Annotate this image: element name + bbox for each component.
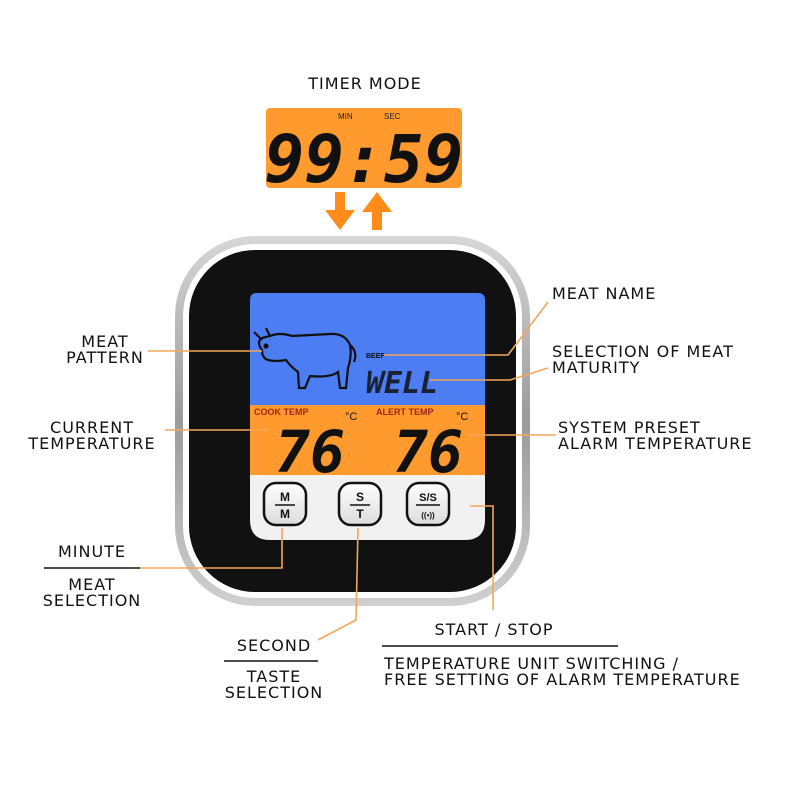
timer-digits: 99:59 <box>265 121 464 198</box>
callout-lines <box>140 301 556 641</box>
alert-temp-label: ALERT TEMP <box>376 407 434 417</box>
mm-button-top: M <box>280 490 290 504</box>
alert-temp-unit: °C <box>456 411 468 423</box>
label-current-temperature: CURRENT TEMPERATURE <box>28 418 156 453</box>
label-minute: MINUTE <box>57 542 127 561</box>
timer-sec-label: SEC <box>384 112 401 121</box>
meat-pattern-cow-icon <box>253 327 357 390</box>
cook-temp-label: COOK TEMP <box>254 407 309 417</box>
timer-lcd-panel <box>266 108 462 188</box>
arrow-up-icon <box>362 192 392 230</box>
label-alarm-temperature: SYSTEM PRESET ALARM TEMPERATURE <box>558 418 753 453</box>
label-start-stop: START / STOP <box>434 620 554 639</box>
label-meat-name: MEAT NAME <box>552 284 657 303</box>
label-taste-selection: TASTE SELECTION <box>224 667 324 702</box>
label-second: SECOND <box>236 636 312 655</box>
ss-button[interactable]: S/S ((•)) <box>405 481 451 527</box>
label-meat-pattern: MEAT PATTERN <box>66 332 144 367</box>
arrow-down-icon <box>325 192 355 230</box>
line-meat-name <box>384 301 549 356</box>
line-start-stop <box>470 505 494 610</box>
ss-button-top: S/S <box>419 492 437 504</box>
line-second <box>317 527 359 641</box>
cook-temp-value: 76 <box>275 418 345 486</box>
label-meat-selection: MEAT SELECTION <box>42 575 142 610</box>
meat-name-text: BEEF <box>366 353 385 360</box>
alert-temp-value: 76 <box>393 418 463 486</box>
lcd-orange-section <box>250 405 485 475</box>
timer-mode-title: TIMER MODE <box>308 74 422 93</box>
doneness-text: WELL <box>366 366 438 401</box>
separator-rules <box>44 567 618 662</box>
thermometer-device: BEEF WELL COOK TEMP ALERT TEMP 76 76 °C … <box>175 236 530 606</box>
cook-temp-unit: °C <box>345 411 357 423</box>
timer-min-label: MIN <box>338 112 353 121</box>
st-button-bottom: T <box>356 507 364 521</box>
label-unit-switching: TEMPERATURE UNIT SWITCHING / FREE SETTIN… <box>384 654 741 689</box>
label-maturity: SELECTION OF MEAT MATURITY <box>552 342 734 377</box>
ss-button-bottom: ((•)) <box>421 511 435 520</box>
timer-display: MIN SEC 99:59 <box>265 108 464 198</box>
mm-button[interactable]: M M <box>262 481 308 527</box>
mode-switch-arrows <box>325 192 392 230</box>
mm-button-bottom: M <box>280 507 290 521</box>
st-button[interactable]: S T <box>337 481 383 527</box>
line-minute <box>140 528 283 569</box>
line-maturity <box>430 367 549 381</box>
st-button-top: S <box>356 490 364 504</box>
